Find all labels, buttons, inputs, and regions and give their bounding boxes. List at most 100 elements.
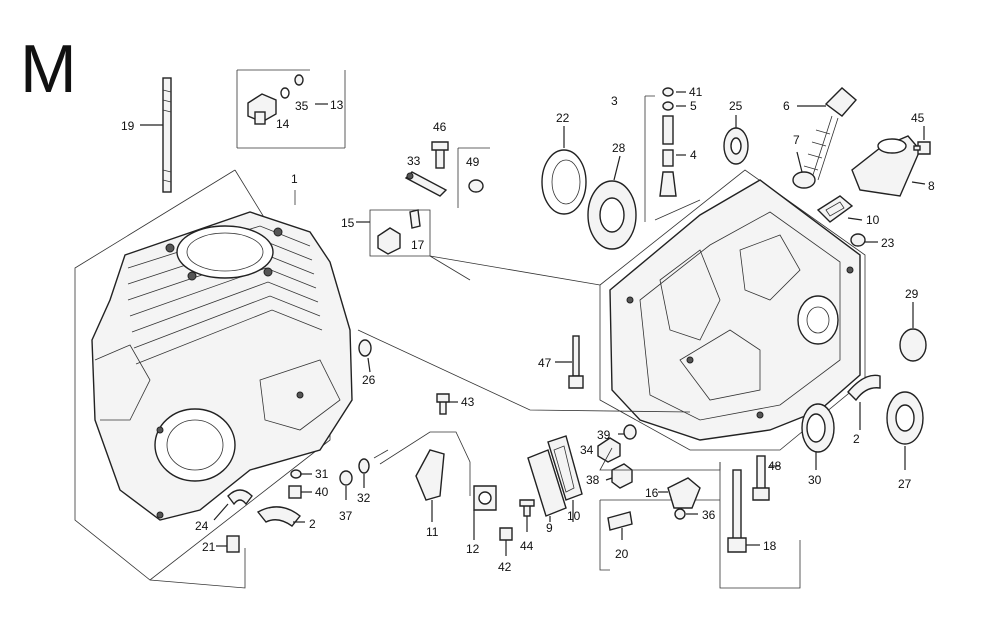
callout-22: 22 <box>556 111 570 125</box>
bolt-48 <box>752 455 770 501</box>
cover-plate-9 <box>527 449 567 517</box>
callout-30: 30 <box>808 473 822 487</box>
cylinder-block <box>91 211 353 521</box>
callout-41: 41 <box>689 85 703 99</box>
callout-26: 26 <box>362 373 376 387</box>
dowel-21 <box>226 535 240 553</box>
callout-44: 44 <box>520 539 534 553</box>
callout-47: 47 <box>538 356 552 370</box>
callout-32: 32 <box>357 491 371 505</box>
stud-bolt <box>162 77 172 193</box>
oil-level-switch <box>373 431 497 511</box>
callout-17: 17 <box>411 238 425 252</box>
washer-31 <box>290 469 302 479</box>
callout-1: 1 <box>291 172 298 186</box>
callout-40: 40 <box>315 485 329 499</box>
seal-30 <box>801 403 835 453</box>
callout-4: 4 <box>690 148 697 162</box>
guide-line-left <box>149 548 246 589</box>
callout-34: 34 <box>580 443 594 457</box>
bearing-shell-2-left <box>256 506 301 527</box>
callout-3: 3 <box>611 94 618 108</box>
callout-21: 21 <box>202 540 216 554</box>
bolt-47 <box>568 335 584 389</box>
washer-39 <box>623 424 637 440</box>
clamp-49 <box>468 179 484 193</box>
callout-10-upper: 10 <box>866 213 880 227</box>
callout-5: 5 <box>690 99 697 113</box>
callout-45: 45 <box>911 111 925 125</box>
gasket-10 <box>816 195 854 223</box>
callout-43: 43 <box>461 395 475 409</box>
oil-filler-plug <box>247 93 277 125</box>
callout-19: 19 <box>121 119 135 133</box>
callout-13: 13 <box>330 98 344 112</box>
callout-23: 23 <box>881 236 895 250</box>
o-ring-small <box>280 87 290 99</box>
callout-6: 6 <box>783 99 790 113</box>
callout-24: 24 <box>195 519 209 533</box>
oil-filler-neck <box>851 135 921 197</box>
callout-9: 9 <box>546 521 553 535</box>
oil-seal-25 <box>723 127 749 165</box>
oil-seal-22 <box>541 149 587 215</box>
bolt-46 <box>431 141 449 169</box>
callout-48: 48 <box>768 459 782 473</box>
crankcase-cover <box>609 179 861 441</box>
bolt-43 <box>436 393 450 415</box>
callout-box-18 <box>719 462 801 589</box>
callout-10-lower: 10 <box>567 509 581 523</box>
plug-29 <box>899 328 927 362</box>
callout-33: 33 <box>407 154 421 168</box>
callout-20: 20 <box>615 547 629 561</box>
page-letter: M <box>20 31 77 107</box>
o-ring-small <box>294 74 304 86</box>
bearing-28 <box>587 180 637 250</box>
callout-7: 7 <box>793 133 800 147</box>
washer-32 <box>358 458 370 474</box>
sensor-16 <box>667 477 701 509</box>
washer-37 <box>339 470 353 486</box>
callout-39: 39 <box>597 428 611 442</box>
callout-14: 14 <box>276 117 290 131</box>
callout-18: 18 <box>763 539 777 553</box>
bolt-20 <box>607 511 633 531</box>
drain-plug-34 <box>597 437 621 463</box>
callout-46: 46 <box>433 120 447 134</box>
callout-42: 42 <box>498 560 512 574</box>
bolt-18 <box>727 469 747 553</box>
callout-2-right: 2 <box>853 432 860 446</box>
callout-31: 31 <box>315 467 329 481</box>
gasket-10-lower <box>547 435 583 501</box>
oil-filler-cap <box>803 87 857 181</box>
guide-line <box>357 329 691 413</box>
callout-box-13 <box>236 69 346 149</box>
breather-tube <box>404 171 448 197</box>
oil-seal-27 <box>886 391 924 445</box>
o-ring-7 <box>792 171 816 189</box>
bolt-42 <box>499 527 513 541</box>
callout-2-left: 2 <box>309 517 316 531</box>
washer-36 <box>674 508 686 520</box>
bolt-44 <box>519 499 535 517</box>
bearing-shell-24 <box>227 489 253 506</box>
dowel-40 <box>288 485 302 499</box>
callout-35: 35 <box>295 99 309 113</box>
callout-bracket-3 <box>644 95 655 222</box>
callout-36: 36 <box>702 508 716 522</box>
callout-8: 8 <box>928 179 935 193</box>
callout-box-16-20 <box>599 499 720 571</box>
callout-15: 15 <box>341 216 355 230</box>
callout-29: 29 <box>905 287 919 301</box>
breather-plug <box>377 209 421 255</box>
callout-25: 25 <box>729 99 743 113</box>
callout-37: 37 <box>339 509 353 523</box>
callout-27: 27 <box>898 477 912 491</box>
callout-11: 11 <box>426 525 439 539</box>
callout-38: 38 <box>586 473 600 487</box>
callout-49: 49 <box>466 155 480 169</box>
plug-38 <box>611 463 633 489</box>
callout-28: 28 <box>612 141 626 155</box>
callout-16: 16 <box>645 486 659 500</box>
